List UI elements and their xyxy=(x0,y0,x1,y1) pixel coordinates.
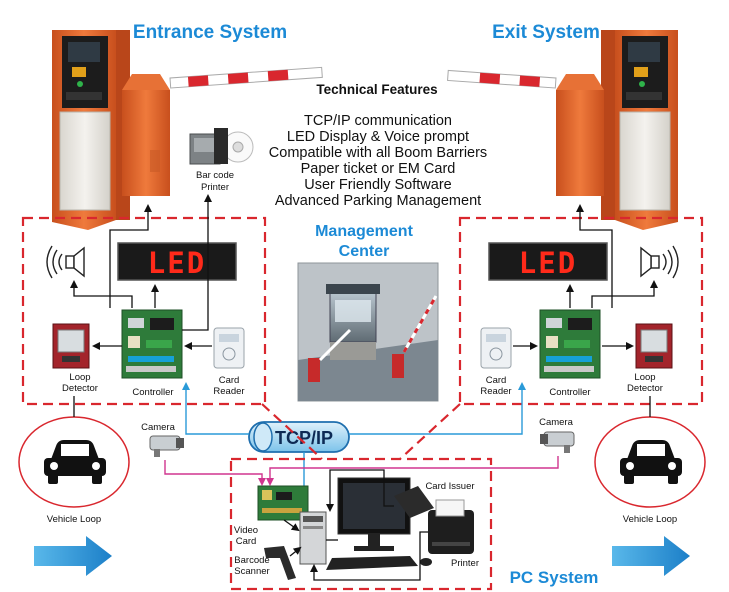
entrance-system-heading: Entrance System xyxy=(133,22,287,43)
entrance-loop-detector-label-line1: Loop xyxy=(69,372,90,383)
receipt-printer xyxy=(428,499,474,554)
pc-peripheral-links xyxy=(283,469,428,581)
feature-item: Paper ticket or EM Card xyxy=(301,161,456,177)
exit-flow-arrow xyxy=(612,536,690,576)
printer-label: Printer xyxy=(451,558,479,569)
exit-card-reader-label-line2: Reader xyxy=(480,386,511,397)
exit-system-heading: Exit System xyxy=(492,22,600,43)
entrance-loop-detector-label-line2: Detector xyxy=(62,383,98,394)
management-links xyxy=(261,403,461,460)
exit-led-display: LED xyxy=(488,242,608,281)
entrance-controller-board xyxy=(121,309,183,379)
entrance-boom-barrier xyxy=(122,66,323,196)
keyboard xyxy=(326,556,432,570)
entrance-card-reader-label-line1: Card xyxy=(219,375,240,386)
entrance-equipment-boundary xyxy=(21,216,267,406)
feature-item: LED Display & Voice prompt xyxy=(287,129,469,145)
feature-item: TCP/IP communication xyxy=(304,113,452,129)
entrance-flow-arrow xyxy=(34,536,112,576)
barcode-scanner-label-line1: Barcode xyxy=(234,555,269,566)
entrance-card-reader-label-line2: Reader xyxy=(213,386,244,397)
exit-loop-detector-label-line1: Loop xyxy=(634,372,655,383)
entrance-speaker-icon xyxy=(46,245,85,279)
management-center-heading-line1: Management xyxy=(315,223,413,240)
exit-speaker-icon xyxy=(640,245,679,279)
exit-ticket-kiosk xyxy=(601,30,678,230)
entrance-card-reader xyxy=(213,327,245,369)
pc-system-heading: PC System xyxy=(510,568,599,587)
technical-features-title: Technical Features xyxy=(316,82,437,97)
entrance-vehicle-loop-label: Vehicle Loop xyxy=(47,514,101,525)
pc-tower xyxy=(299,511,327,565)
led-text: LED xyxy=(148,246,206,280)
barcode-printer-label-line2: Printer xyxy=(201,182,229,193)
exit-controller-board xyxy=(539,309,601,379)
exit-controller-label: Controller xyxy=(549,387,590,398)
management-center-heading-line2: Center xyxy=(339,243,390,260)
entrance-camera-label: Camera xyxy=(141,422,176,433)
feature-item: User Friendly Software xyxy=(304,177,451,193)
barcode-printer xyxy=(189,128,254,165)
entrance-vehicle-loop xyxy=(18,416,130,508)
technical-features-list: TCP/IP communication LED Display & Voice… xyxy=(269,113,487,209)
exit-vehicle-loop xyxy=(594,416,706,508)
video-links xyxy=(164,456,559,486)
pc-system-boundary xyxy=(229,457,493,591)
card-issuer-label: Card Issuer xyxy=(425,481,474,492)
exit-boom-barrier xyxy=(447,69,604,196)
exit-loop-detector xyxy=(635,323,673,369)
entrance-loop-detector xyxy=(52,323,90,369)
entrance-led-display: LED xyxy=(117,242,237,281)
entrance-control-links xyxy=(70,194,212,350)
exit-control-links xyxy=(513,204,658,350)
exit-vehicle-loop-label: Vehicle Loop xyxy=(623,514,677,525)
exit-card-reader-label-line1: Card xyxy=(486,375,507,386)
tcp-ip-label: TCP/IP xyxy=(275,428,333,448)
management-center-booth xyxy=(297,262,439,402)
car-icon xyxy=(44,440,106,484)
exit-card-reader xyxy=(480,327,512,369)
video-card-label-line2: Card xyxy=(236,536,257,547)
car-icon xyxy=(620,440,682,484)
feature-item: Compatible with all Boom Barriers xyxy=(269,145,487,161)
entrance-controller-label: Controller xyxy=(132,387,173,398)
barcode-printer-label-line1: Bar code xyxy=(196,170,234,181)
led-text: LED xyxy=(519,246,577,280)
barcode-scanner-label-line2: Scanner xyxy=(234,566,269,577)
barcode-scanner xyxy=(264,546,296,580)
computer-monitor xyxy=(337,477,411,551)
entrance-ticket-kiosk xyxy=(52,30,130,230)
exit-equipment-boundary xyxy=(458,216,704,406)
video-card-label-line1: Video xyxy=(234,525,258,536)
exit-camera-icon xyxy=(540,431,575,453)
exit-loop-detector-label-line2: Detector xyxy=(627,383,663,394)
entrance-camera-icon xyxy=(149,435,184,457)
feature-item: Advanced Parking Management xyxy=(275,193,481,209)
exit-camera-label: Camera xyxy=(539,417,574,428)
card-issuer xyxy=(394,486,434,518)
